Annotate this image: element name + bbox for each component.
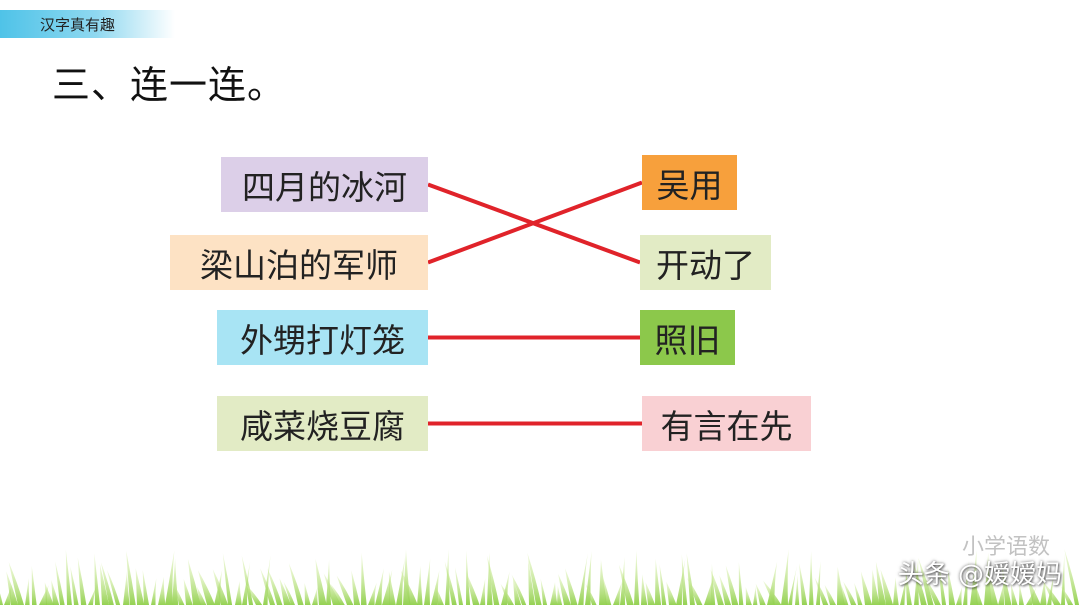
right-item-wuyong[interactable]: 吴用 bbox=[642, 155, 737, 210]
watermark-faint: 小学语数 bbox=[961, 535, 1050, 560]
watermark: 头条 @嫒嫒妈 bbox=[897, 560, 1062, 590]
left-item-tofu[interactable]: 咸菜烧豆腐 bbox=[217, 396, 428, 451]
connection-line-1 bbox=[427, 180, 643, 265]
right-item-label: 照旧 bbox=[654, 320, 721, 360]
header-tab bbox=[0, 10, 175, 38]
left-item-lantern[interactable]: 外甥打灯笼 bbox=[217, 310, 428, 365]
left-item-label: 咸菜烧豆腐 bbox=[240, 406, 405, 446]
right-item-said-first[interactable]: 有言在先 bbox=[642, 396, 811, 451]
header-tab-label: 汉字真有趣 bbox=[40, 16, 116, 34]
grass-decoration bbox=[0, 549, 1080, 605]
page-title: 三、连一连。 bbox=[52, 63, 287, 107]
left-item-strategist[interactable]: 梁山泊的军师 bbox=[170, 235, 428, 290]
right-item-as-before[interactable]: 照旧 bbox=[640, 310, 735, 365]
left-item-icy-river[interactable]: 四月的冰河 bbox=[221, 157, 428, 212]
left-item-label: 四月的冰河 bbox=[242, 167, 407, 207]
left-item-label: 梁山泊的军师 bbox=[200, 245, 398, 285]
right-item-label: 吴用 bbox=[656, 165, 723, 205]
right-item-started[interactable]: 开动了 bbox=[640, 235, 771, 290]
right-item-label: 有言在先 bbox=[660, 406, 793, 446]
right-item-label: 开动了 bbox=[656, 245, 755, 285]
left-item-label: 外甥打灯笼 bbox=[240, 320, 405, 360]
